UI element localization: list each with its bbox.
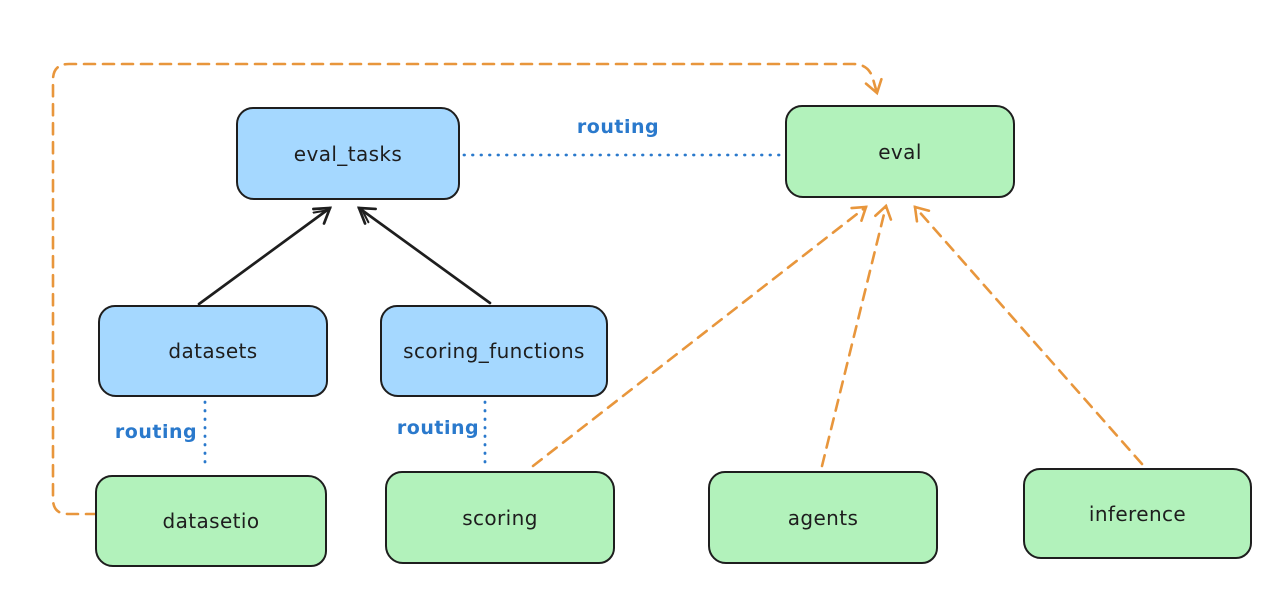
edge-inference-to-eval: [913, 205, 1144, 466]
edge-datasetio-to-eval: [51, 62, 883, 516]
node-label-eval-tasks: eval_tasks: [293, 141, 403, 166]
edge-scoring-to-eval: [531, 205, 868, 468]
edge-datasets-to-eval-tasks: [197, 206, 333, 306]
routing-label-datasets-datasetio: routing: [114, 421, 198, 443]
node-scoring-functions: scoring_functions: [380, 305, 608, 397]
node-label-eval: eval: [878, 139, 922, 164]
node-eval: eval: [785, 105, 1015, 198]
node-inference: inference: [1023, 468, 1252, 559]
node-agents: agents: [708, 471, 938, 564]
node-scoring: scoring: [385, 471, 615, 564]
node-label-datasets: datasets: [168, 339, 258, 363]
edge-agents-to-eval: [820, 203, 893, 468]
node-label-scoring: scoring: [462, 505, 538, 530]
node-label-datasetio: datasetio: [162, 509, 260, 533]
routing-label-eval-tasks-eval: routing: [576, 116, 660, 138]
node-label-agents: agents: [787, 505, 859, 530]
routing-label-scoring-functions-scoring: routing: [396, 417, 480, 439]
node-label-scoring-functions: scoring_functions: [403, 339, 585, 363]
node-datasets: datasets: [98, 305, 328, 397]
node-eval-tasks: eval_tasks: [236, 107, 460, 200]
edge-scoring-functions-to-eval-tasks: [356, 206, 492, 305]
node-datasetio: datasetio: [95, 475, 327, 567]
node-label-inference: inference: [1088, 501, 1187, 526]
